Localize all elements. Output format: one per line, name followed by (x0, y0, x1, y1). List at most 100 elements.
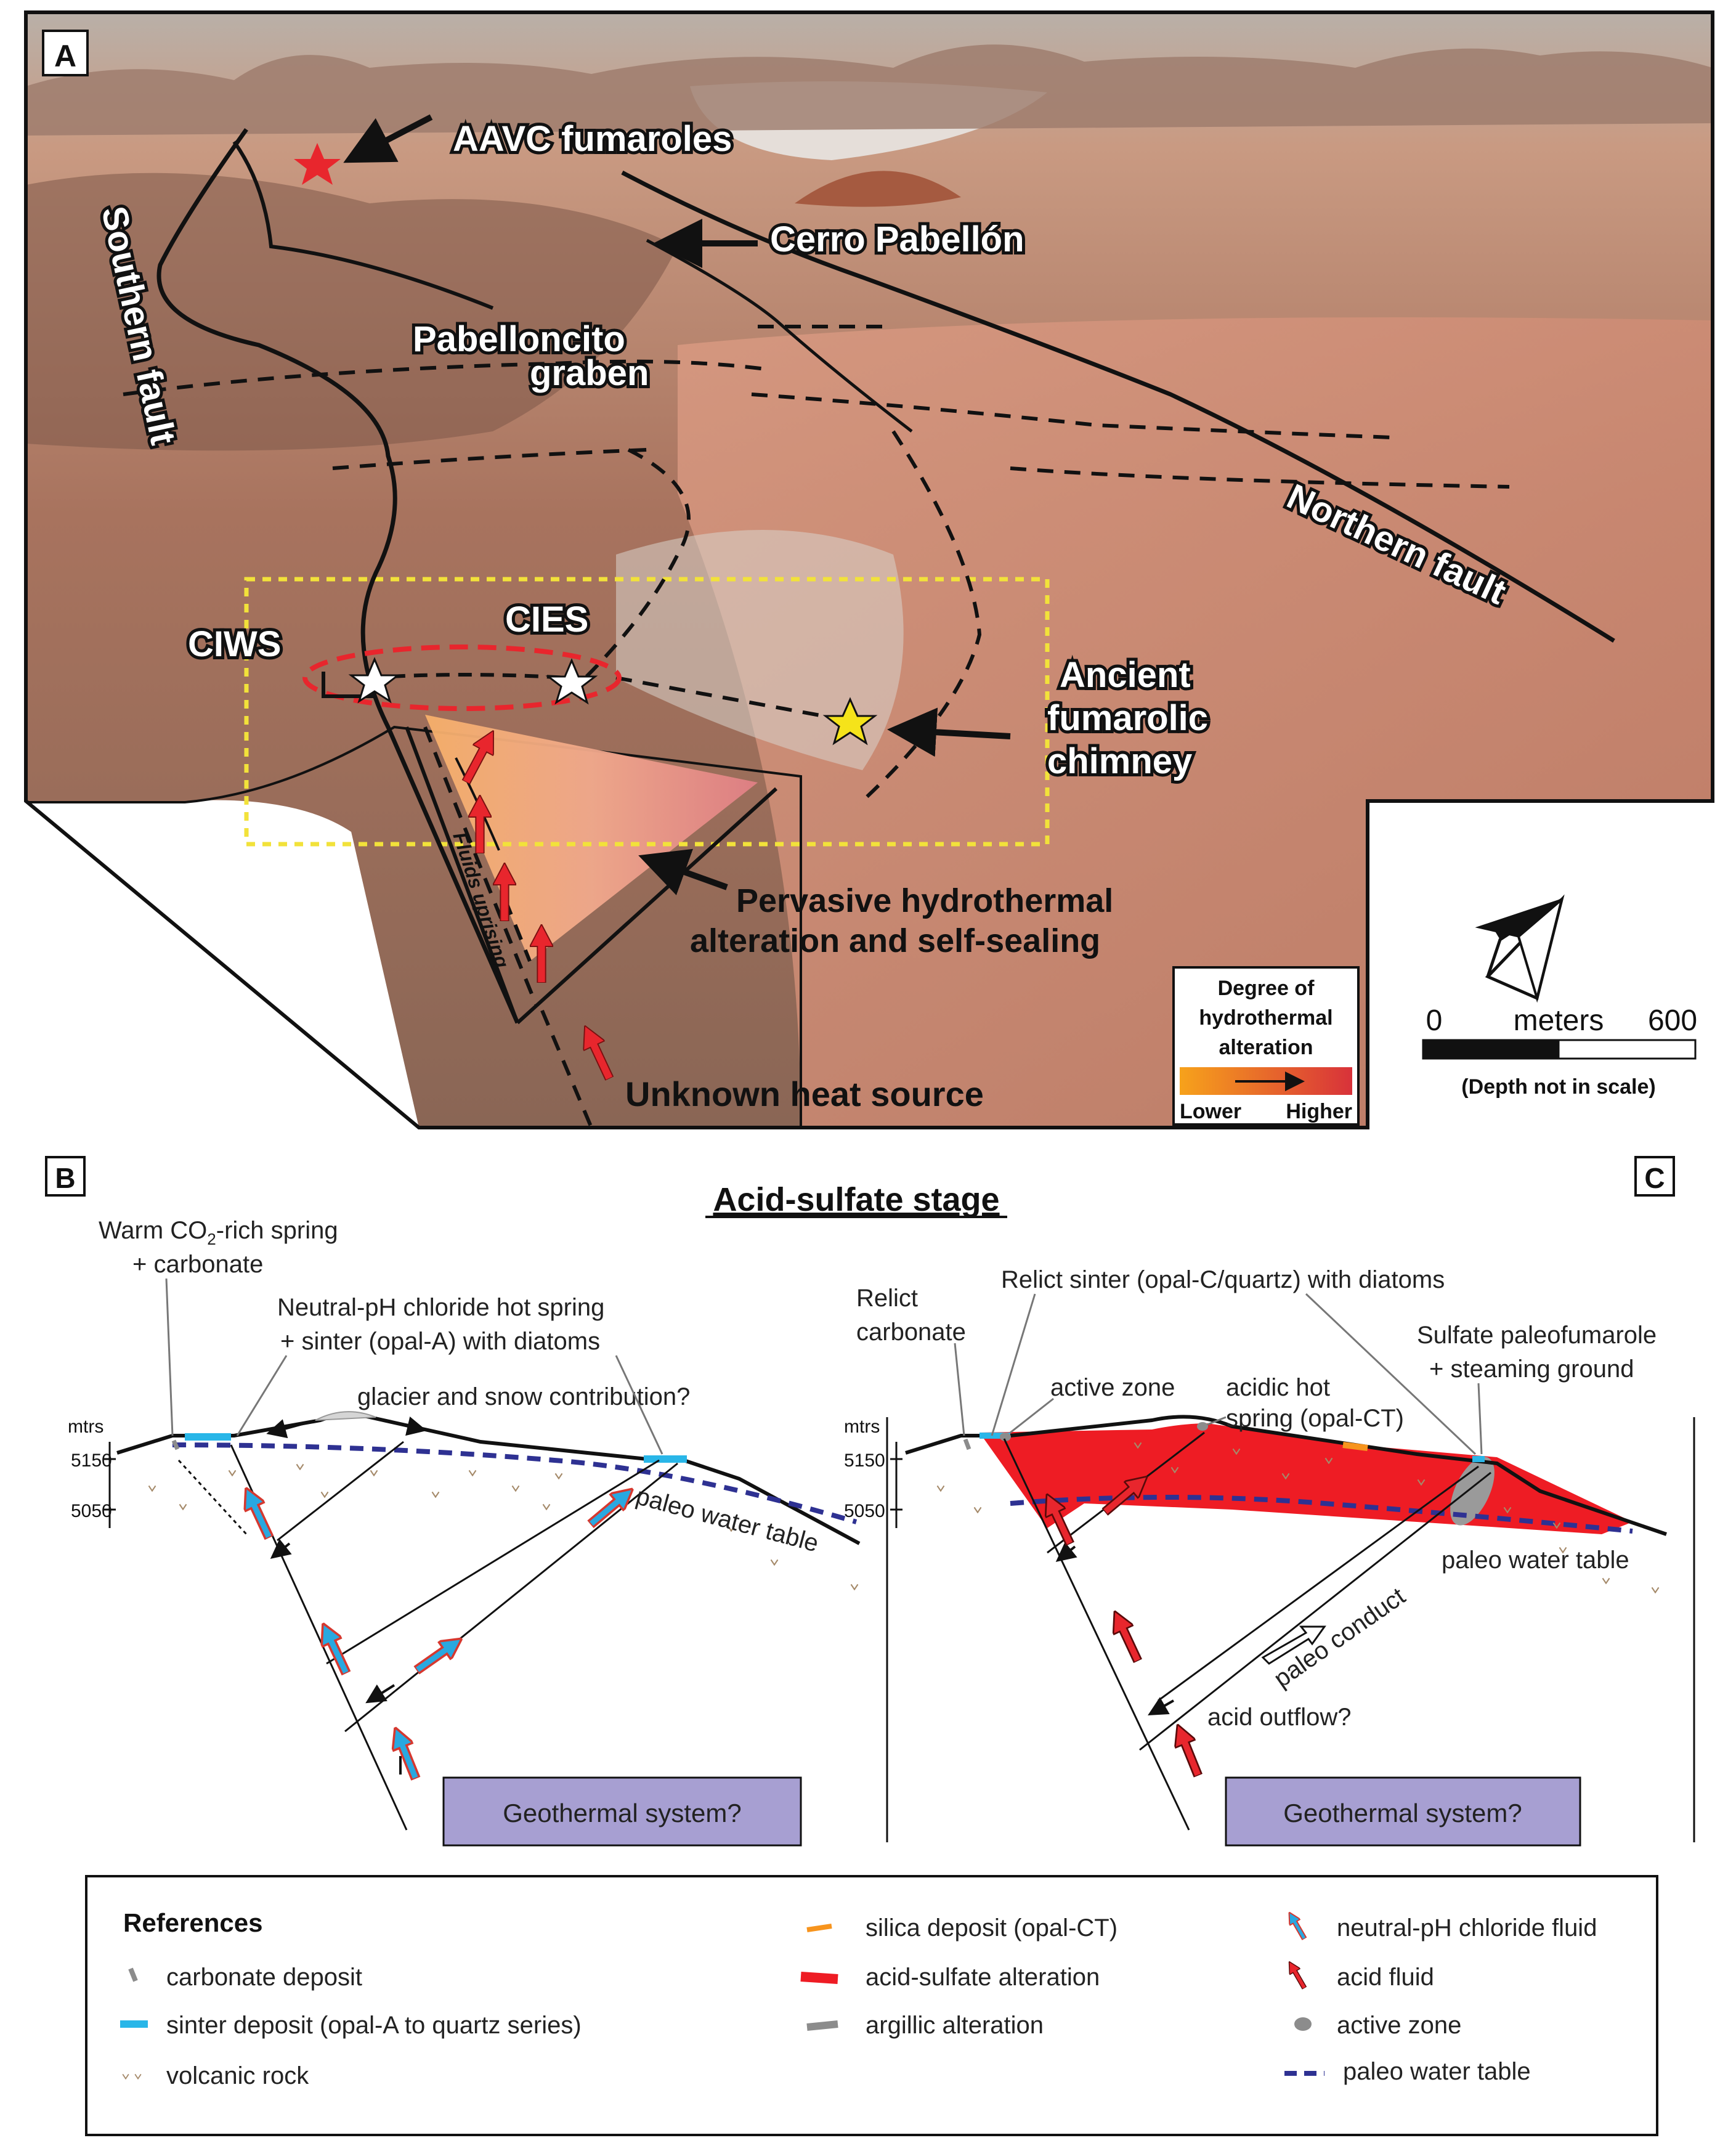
distant-mountains (26, 44, 1713, 136)
degree-title-3: alteration (1219, 1036, 1313, 1059)
north-arrow-icon (1475, 894, 1565, 1003)
degree-title-2: hydrothermal (1199, 1006, 1332, 1030)
b-geothermal-label: Geothermal system? (503, 1799, 741, 1828)
c-conduct: paleo conduct (1269, 1582, 1410, 1693)
degree-lower: Lower (1180, 1100, 1241, 1123)
b-axis-5150: 5150 (71, 1450, 112, 1471)
c-argillic (1450, 1457, 1495, 1526)
yellow-dotted-box (244, 577, 1050, 847)
aavc-star (294, 143, 341, 185)
inner-fault-line (646, 238, 913, 433)
c-axis-5150: 5150 (844, 1450, 885, 1471)
c-geothermal-box (1225, 1776, 1581, 1847)
ref-neutral-fluid: neutral-pH chloride fluid (1337, 1914, 1597, 1942)
degree-legend: Degree of hydrothermal alteration Lower … (1172, 966, 1360, 1126)
right-plain (678, 317, 1713, 1128)
northern-fault-line (621, 170, 1615, 643)
references-legend: References carbonate deposit sinter depo… (85, 1875, 1658, 2136)
panel-c-label-box (1634, 1156, 1675, 1197)
heat-source-label: Unknown heat source (625, 1075, 984, 1113)
southern-fault-line (156, 128, 520, 1024)
ref-acid-symbol (800, 1972, 838, 1984)
panel-b-label: B (55, 1162, 75, 1194)
c-acidic-2: spring (opal-CT) (1226, 1405, 1404, 1432)
scale-zero: 0 (1426, 1004, 1443, 1037)
ancient-label: Ancient (1060, 655, 1191, 695)
ref-title: References (123, 1908, 262, 1937)
b-glacier (315, 1411, 376, 1421)
panel-c: C mtrs 5150 5050 (844, 1156, 1695, 1847)
ref-acid-alt: acid-sulfate alteration (866, 1964, 1100, 1991)
pervasive-label-2: alteration and self-sealing (690, 922, 1100, 959)
c-relict-1: Relict (856, 1285, 918, 1312)
graben-label: graben (530, 353, 649, 393)
ref-carbonate: carbonate deposit (166, 1964, 362, 1991)
degree-title-1: Degree of (1218, 977, 1315, 1000)
ref-volcanic: volcanic rock (166, 2062, 309, 2089)
ref-argillic: argillic alteration (866, 2012, 1044, 2039)
panel-c-label: C (1644, 1162, 1665, 1194)
ref-carbonate-symbol (128, 1967, 138, 1982)
b-water-table (172, 1442, 858, 1524)
b-neutral-1: Neutral-pH chloride hot spring (277, 1294, 604, 1321)
c-acidic-1: acidic hot (1226, 1374, 1330, 1401)
ciws-bracket (322, 672, 376, 698)
chimney-star (822, 697, 878, 746)
scale-unit: meters (1514, 1004, 1604, 1037)
c-sulfate-1: Sulfate paleofumarole (1417, 1322, 1657, 1349)
ref-active-symbol (1294, 2017, 1312, 2031)
dark-hills (26, 173, 678, 451)
wedge-left-boundary (405, 726, 519, 1024)
ciws-label: CIWS (188, 624, 281, 664)
wedge-lower-boundary (516, 787, 778, 1025)
b-warm-1: Warm CO2-rich spring (99, 1217, 338, 1248)
panel-b: B mtrs 5150 5050 (45, 1156, 888, 1847)
c-water-table (1010, 1495, 1633, 1534)
ciws-cies-ellipse (302, 644, 622, 711)
dashed-faults (123, 325, 1510, 1129)
ref-sinter: sinter deposit (opal-A to quartz series) (166, 2012, 582, 2039)
pabelloncito-label: Pabelloncito (413, 319, 625, 359)
b-paleo-label: paleo water table (633, 1482, 822, 1557)
c-axis-5050: 5050 (844, 1501, 885, 1521)
stage-title: Acid-sulfate stage (713, 1181, 999, 1218)
ref-paleo-wt: paleo water table (1343, 2058, 1531, 2085)
cies-star (545, 658, 598, 705)
panel-a: A AAVC fumaroles Cerro Pabellón Pabellon… (24, 10, 1714, 1129)
ref-silica-symbol (806, 1924, 832, 1932)
b-neutral-2: + sinter (opal-A) with diatoms (280, 1328, 600, 1355)
b-geothermal-box (442, 1776, 802, 1847)
cutaway-edge (26, 725, 802, 1128)
panel-a-label-box (42, 30, 89, 76)
pervasive-label-1: Pervasive hydrothermal (736, 882, 1113, 919)
panel-b-label-box (45, 1156, 86, 1197)
b-warm-2: + carbonate (132, 1251, 263, 1278)
ciws-star (348, 657, 401, 704)
c-axis-unit: mtrs (844, 1417, 880, 1437)
panel-a-frame (24, 10, 1714, 1129)
c-relict-2: carbonate (856, 1319, 966, 1346)
c-paleo-conduct-arrow (1261, 1625, 1326, 1665)
scale-bar: 0 meters 600 (Depth not in scale) (1422, 1004, 1697, 1099)
altered-ground (616, 530, 904, 770)
ref-active: active zone (1337, 2012, 1461, 2039)
c-paleo: paleo water table (1442, 1547, 1629, 1574)
fumarolic-label: fumarolic (1047, 698, 1208, 738)
panel-a-label: A (54, 39, 76, 73)
ref-acid-fluid: acid fluid (1337, 1964, 1434, 1991)
cerro-label: Cerro Pabellón (770, 219, 1024, 259)
c-sulfate-2: + steaming ground (1429, 1356, 1634, 1383)
degree-higher: Higher (1286, 1100, 1352, 1123)
c-surface (905, 1415, 1667, 1536)
aavc-label: AAVC fumaroles (453, 119, 732, 159)
leader-arrows (343, 114, 1011, 895)
scale-note: (Depth not in scale) (1461, 1075, 1655, 1099)
upper-fault-line (232, 140, 494, 310)
c-outflow: acid outflow? (1207, 1704, 1351, 1731)
c-geothermal-label: Geothermal system? (1283, 1799, 1522, 1828)
c-relict-sinter: Relict sinter (opal-C/quartz) with diato… (1001, 1266, 1445, 1293)
cies-label: CIES (505, 600, 588, 640)
scale-max: 600 (1648, 1004, 1697, 1037)
